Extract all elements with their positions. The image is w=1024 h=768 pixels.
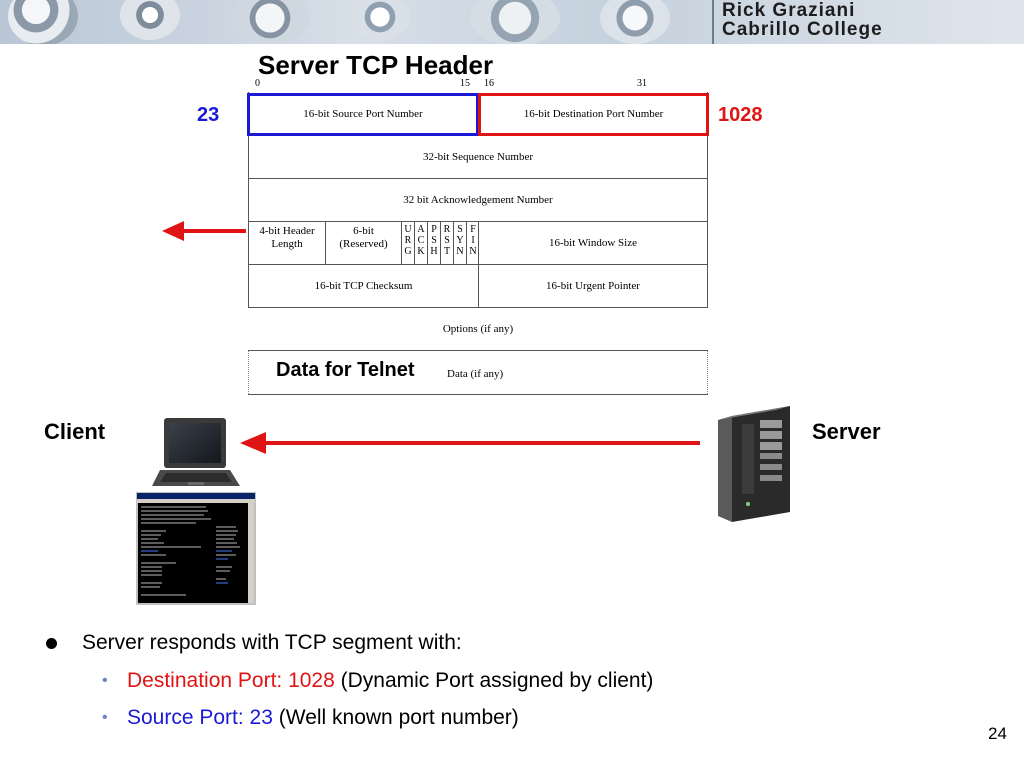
banner-text: Rick Graziani Cabrillo College — [722, 1, 883, 39]
flag-char: S — [431, 235, 437, 246]
banner-college: Cabrillo College — [722, 19, 883, 40]
checksum-field: 16-bit TCP Checksum — [314, 279, 413, 292]
server-label: Server — [812, 419, 881, 444]
bullet-main-text: Server responds with TCP segment with: — [82, 631, 462, 654]
sub-bullet-icon: • — [102, 709, 108, 726]
flag-char: C — [417, 235, 425, 246]
table-border-left — [248, 92, 249, 308]
flag-char: H — [430, 246, 438, 257]
urgent-pointer-field: 16-bit Urgent Pointer — [546, 279, 640, 292]
dest-port-value: 1028 — [718, 104, 763, 126]
flag-char: R — [443, 224, 451, 235]
flag-char: U — [404, 224, 412, 235]
banner-ornament — [350, 0, 410, 40]
bullet-sub-1-text: (Dynamic Port assigned by client) — [334, 669, 654, 692]
banner-divider — [712, 0, 714, 44]
reserved-field: 6-bit (Reserved) — [326, 224, 401, 252]
banner-ornament — [120, 0, 180, 40]
direction-arrow-small — [162, 221, 246, 241]
flag-char: K — [417, 246, 425, 257]
flag-char: A — [417, 224, 425, 235]
row-divider — [248, 264, 708, 265]
flag-char: I — [471, 235, 475, 246]
bit-label-31: 31 — [637, 78, 647, 89]
data-border-right — [707, 351, 709, 394]
bullet-sub-1: • Destination Port: 1028 (Dynamic Port a… — [43, 668, 743, 705]
flag-char: N — [469, 246, 477, 257]
header-length-line1: 4-bit Header — [259, 225, 315, 237]
flag-char: T — [443, 246, 451, 257]
flag-char: S — [457, 224, 463, 235]
cell-divider — [414, 222, 415, 264]
flag-char: P — [431, 224, 437, 235]
row-divider — [248, 221, 708, 222]
data-for-telnet-label: Data for Telnet — [276, 359, 415, 381]
bullet-sub-2-highlight: Source Port: 23 — [127, 706, 273, 729]
cell-divider — [453, 222, 454, 264]
direction-arrow-large — [240, 432, 700, 454]
page-number: 24 — [988, 724, 1007, 743]
sequence-number-field: 32-bit Sequence Number — [423, 150, 533, 163]
row-divider — [248, 350, 708, 351]
cell-divider — [466, 222, 467, 264]
source-port-field: 16-bit Source Port Number — [247, 93, 479, 136]
banner-ornament — [8, 0, 78, 44]
flag-char: S — [444, 235, 450, 246]
data-border-left — [248, 351, 250, 394]
bit-label-0: 0 — [255, 78, 260, 89]
bit-label-16: 16 — [484, 78, 494, 89]
reserved-line1: 6-bit — [353, 225, 374, 237]
flag-char: Y — [456, 235, 464, 246]
header-length-field: 4-bit Header Length — [249, 224, 325, 252]
server-tower-icon — [718, 406, 790, 522]
bit-label-15: 15 — [460, 78, 470, 89]
cell-divider — [440, 222, 441, 264]
banner-ornament — [470, 0, 560, 44]
flag-char: N — [456, 246, 464, 257]
header-length-line2: Length — [271, 238, 303, 250]
cell-divider — [325, 222, 326, 264]
source-port-value: 23 — [197, 104, 220, 126]
page-title: Server TCP Header — [258, 50, 494, 80]
cell-divider — [401, 222, 402, 264]
row-divider — [248, 394, 708, 395]
header-banner: Rick Graziani Cabrillo College — [0, 0, 1024, 44]
bullet-list: Server responds with TCP segment with: •… — [43, 630, 743, 735]
table-border-right — [707, 92, 708, 308]
banner-ornament — [230, 0, 310, 44]
bullet-sub-1-highlight: Destination Port: 1028 — [127, 669, 335, 692]
window-size-field: 16-bit Window Size — [549, 236, 637, 249]
reserved-line2: (Reserved) — [339, 238, 388, 250]
terminal-window-icon — [136, 492, 256, 605]
bullet-dot-icon — [46, 638, 57, 649]
flag-char: F — [470, 224, 476, 235]
sub-bullet-icon: • — [102, 672, 108, 689]
flag-char: R — [404, 235, 412, 246]
banner-author: Rick Graziani — [722, 0, 856, 21]
bullet-sub-2-text: (Well known port number) — [272, 706, 519, 729]
dest-port-field: 16-bit Destination Port Number — [478, 93, 709, 136]
row-divider — [248, 307, 708, 308]
bullet-main: Server responds with TCP segment with: — [43, 630, 743, 658]
options-field: Options (if any) — [442, 322, 514, 335]
cell-divider — [427, 222, 428, 264]
ack-number-field: 32 bit Acknowledgement Number — [403, 193, 553, 206]
cell-divider — [478, 265, 479, 307]
row-divider — [248, 178, 708, 179]
data-field-label: Data (if any) — [447, 368, 504, 380]
client-label: Client — [44, 419, 106, 444]
banner-ornament — [600, 0, 670, 44]
bullet-sub-2: • Source Port: 23 (Well known port numbe… — [43, 705, 743, 735]
flag-char: G — [404, 246, 412, 257]
cell-divider — [478, 222, 479, 264]
laptop-icon — [152, 418, 240, 486]
